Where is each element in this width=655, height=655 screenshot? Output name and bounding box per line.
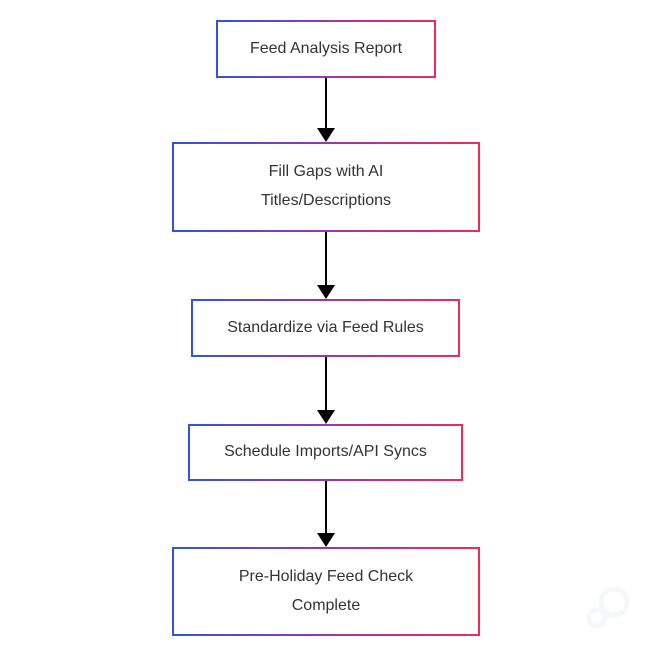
arrow-head-icon <box>317 285 335 299</box>
flowchart-node-standardize-feed-rules: Standardize via Feed Rules <box>191 299 460 357</box>
flowchart-node-schedule-imports-syncs: Schedule Imports/API Syncs <box>188 424 463 481</box>
arrow-shaft <box>325 481 327 535</box>
node-label: Feed Analysis Report <box>249 39 403 57</box>
arrow-connector-2 <box>317 232 335 299</box>
node-label-line: Pre-Holiday Feed Check <box>238 567 414 585</box>
node-label: Schedule Imports/API Syncs <box>224 443 427 461</box>
node-label: Standardize via Feed Rules <box>227 318 424 336</box>
arrow-shaft <box>325 78 327 130</box>
node-label-line: Titles/Descriptions <box>260 192 392 209</box>
arrow-connector-1 <box>317 78 335 142</box>
node-label-line: Complete <box>291 596 361 614</box>
node-label-line: Fill Gaps with AI <box>268 163 384 181</box>
flowchart-node-feed-analysis-report: Feed Analysis Report <box>216 20 436 78</box>
arrow-head-icon <box>317 410 335 424</box>
flowchart-node-pre-holiday-check: Pre-Holiday Feed Check Complete <box>172 547 480 636</box>
arrow-head-icon <box>317 533 335 547</box>
arrow-connector-4 <box>317 481 335 547</box>
arrow-shaft <box>325 357 327 412</box>
arrow-head-icon <box>317 128 335 142</box>
arrow-shaft <box>325 232 327 287</box>
loop-logo-icon <box>583 578 643 638</box>
flowchart-node-fill-gaps-ai: Fill Gaps with AI Titles/Descriptions <box>172 142 480 232</box>
arrow-connector-3 <box>317 357 335 424</box>
